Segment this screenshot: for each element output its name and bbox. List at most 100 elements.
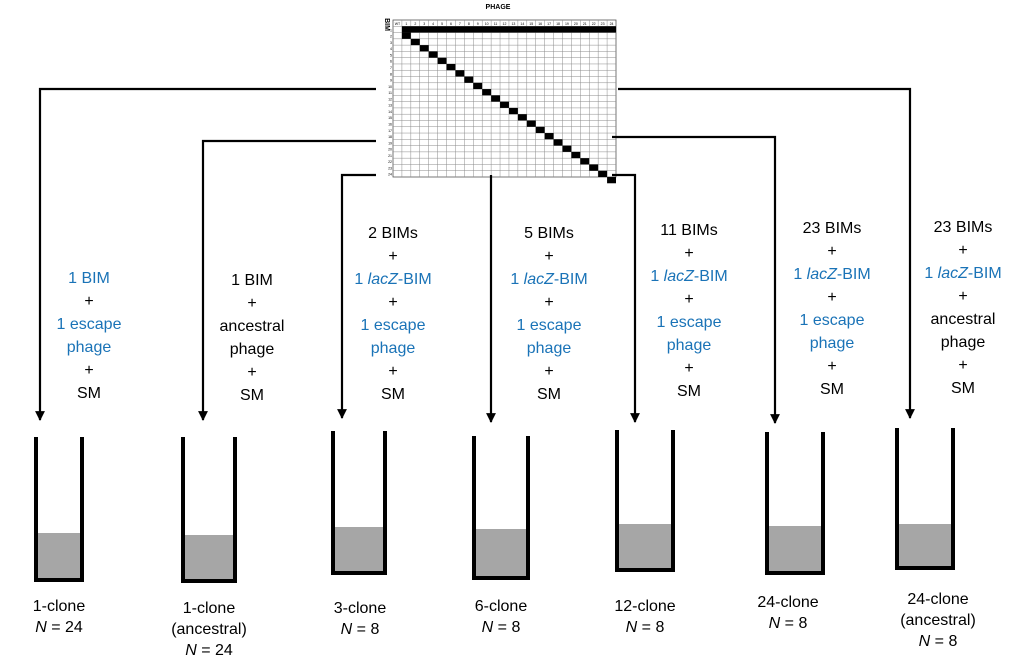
- culture-tube: [181, 437, 237, 583]
- connector-arrows: [35, 87, 915, 424]
- matrix-diagonal-cell: [517, 114, 527, 121]
- matrix-column-label: 23: [601, 22, 605, 26]
- recipe-line: 1 escape: [799, 312, 865, 329]
- matrix-row-label: 15: [388, 116, 392, 120]
- replicate-count: N = 24: [144, 640, 274, 661]
- matrix-diagonal-cell: [410, 38, 420, 46]
- recipe-count: 1: [354, 271, 368, 288]
- recipe-line: phage: [66, 339, 112, 356]
- gene-name: lacZ: [937, 265, 968, 282]
- matrix-row-label: 20: [388, 148, 392, 152]
- matrix-row-label: 3: [390, 41, 392, 45]
- matrix-column-label: 7: [459, 22, 461, 26]
- matrix-column-label: 5: [441, 22, 443, 26]
- matrix-wt-row: [401, 26, 616, 33]
- connector-arrow: [198, 139, 376, 421]
- matrix-column-label: 13: [511, 22, 515, 26]
- recipe-plus: +: [544, 248, 554, 265]
- recipe-count: 1: [924, 265, 938, 282]
- gene-name: lacZ: [523, 271, 554, 288]
- matrix-row-label: 9: [390, 79, 392, 83]
- recipe-line: SM: [381, 386, 405, 403]
- culture-liquid: [335, 527, 383, 571]
- recipe-suffix: -BIM: [967, 265, 1002, 282]
- n-value: = 24: [201, 642, 233, 659]
- matrix-diagonal-cell: [526, 120, 536, 127]
- n-symbol: N: [185, 642, 197, 659]
- matrix-row-label: 8: [390, 72, 392, 76]
- treatment-name: 1-clone: [182, 600, 236, 617]
- recipe-plus: +: [247, 364, 257, 381]
- matrix-diagonal-cell: [473, 82, 483, 90]
- recipe-lacz-bim: 1 lacZ-BIM: [629, 265, 749, 288]
- tube-outline: [765, 432, 825, 575]
- tube-outline: [331, 431, 387, 575]
- n-value: = 8: [356, 621, 380, 638]
- recipe-plus: +: [827, 243, 837, 260]
- culture-liquid: [185, 535, 233, 579]
- recipe-count: 1: [510, 271, 524, 288]
- matrix-column-label: 4: [432, 22, 434, 26]
- recipe-suffix: -BIM: [553, 271, 588, 288]
- recipe-plus: +: [84, 362, 94, 379]
- matrix-column-label: 17: [547, 22, 551, 26]
- matrix-diagonal-cell: [571, 151, 581, 159]
- matrix-row-label: 7: [390, 66, 392, 70]
- matrix-column-label: 3: [423, 22, 425, 26]
- treatment-label: 6-clone N = 8: [436, 596, 566, 638]
- culture-liquid: [619, 524, 671, 568]
- matrix-column-label: 16: [538, 22, 542, 26]
- culture-tube: [615, 430, 675, 572]
- recipe-line: SM: [537, 386, 561, 403]
- matrix-row-label: 2: [390, 35, 392, 39]
- n-symbol: N: [918, 633, 931, 650]
- matrix-row-label: 14: [388, 110, 392, 114]
- tube-outline: [472, 436, 530, 580]
- matrix-diagonal-cell: [508, 107, 518, 115]
- matrix-row-label: 21: [388, 154, 392, 158]
- recipe-plus: +: [827, 289, 837, 306]
- treatment-name: 3-clone: [333, 600, 387, 617]
- recipe-line: 1 escape: [360, 317, 426, 334]
- gene-name: lacZ: [663, 268, 694, 285]
- matrix-diagonal-cell: [491, 95, 501, 102]
- recipe-plus: +: [388, 294, 398, 311]
- matrix-diagonal-cell: [607, 177, 616, 184]
- matrix-row-label: 17: [388, 129, 392, 133]
- treatment-name: 24-clone: [907, 591, 969, 608]
- recipe-line: phage: [526, 340, 572, 357]
- matrix-diagonal-cell: [544, 133, 554, 140]
- recipe-plus: +: [684, 245, 694, 262]
- recipe-line: SM: [820, 381, 844, 398]
- connector-arrow: [612, 135, 780, 424]
- treatment-name: 6-clone: [474, 598, 528, 615]
- matrix-column-label: 1: [405, 22, 407, 26]
- replicate-count: N = 8: [723, 613, 853, 634]
- matrix-diagonal-cell: [500, 101, 509, 108]
- recipe-line: phage: [940, 334, 986, 351]
- matrix-diagonal-cell: [562, 145, 572, 152]
- culture-liquid: [476, 529, 526, 576]
- matrix-column-label: 6: [450, 22, 452, 26]
- matrix-row-label: 4: [390, 47, 392, 51]
- recipe-line: ancestral: [930, 311, 996, 328]
- recipe-plus: +: [544, 294, 554, 311]
- tube-outline: [181, 437, 237, 583]
- replicate-count: N = 8: [436, 617, 566, 638]
- matrix-diagonal-cell: [580, 158, 590, 165]
- recipe-line: 2 BIMs: [368, 225, 418, 242]
- tube-outline: [615, 430, 675, 572]
- recipe-line: ancestral: [219, 318, 285, 335]
- treatment-name: 1-clone: [32, 598, 86, 615]
- gene-name: lacZ: [367, 271, 398, 288]
- matrix-row-label: 18: [388, 135, 392, 139]
- matrix-diagonal-cell: [598, 170, 608, 177]
- recipe-line: SM: [240, 387, 264, 404]
- culture-tube: [765, 432, 825, 575]
